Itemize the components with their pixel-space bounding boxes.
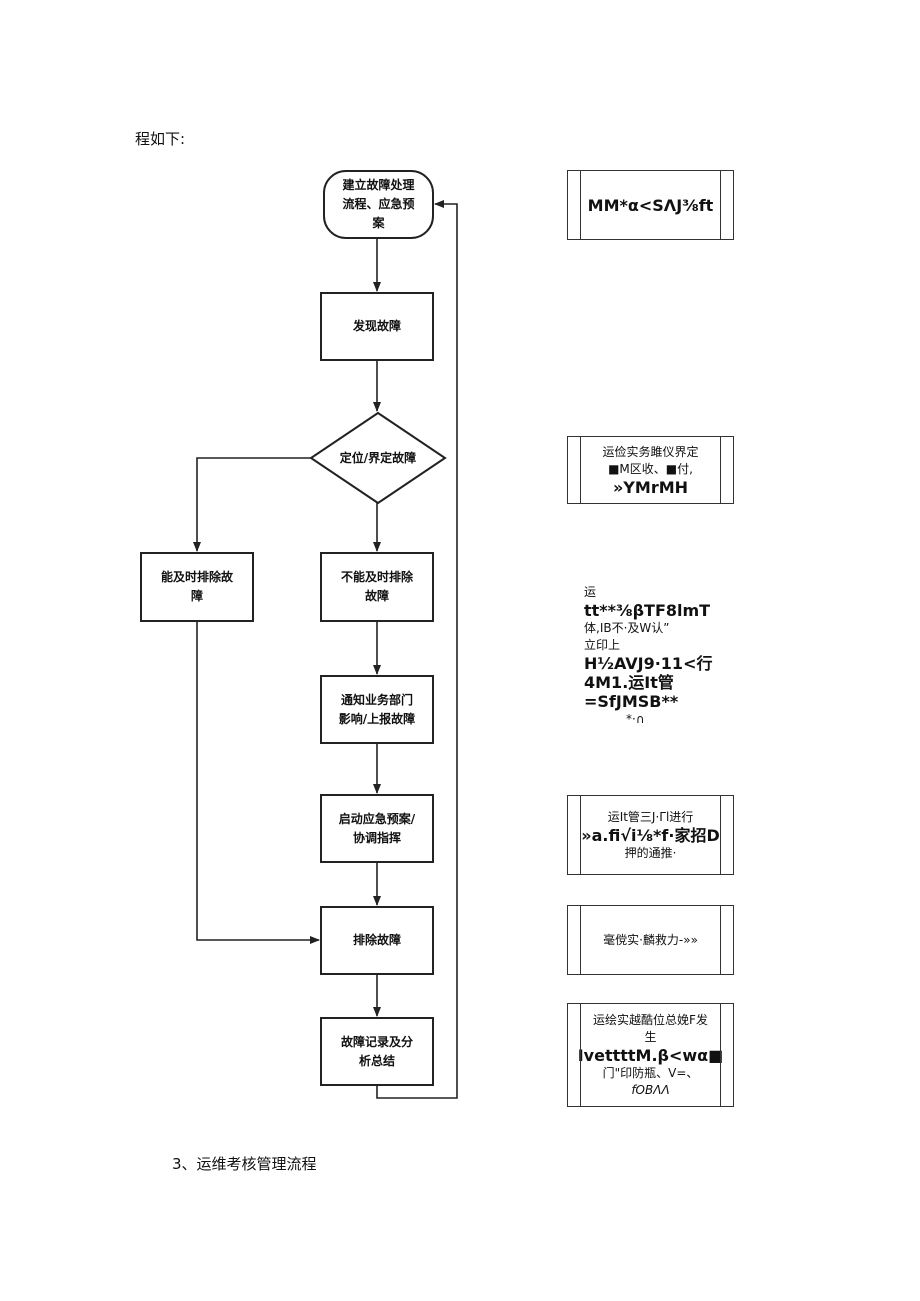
find-node-label: 发现故障 (352, 319, 401, 333)
intro-text: 程如下: (135, 130, 186, 148)
start-node-line-2: 流程、应急预 (342, 197, 415, 211)
note-6-line-1: 运绘实越酷位总娩F发 (593, 1012, 708, 1027)
start-node-line-3: 案 (372, 216, 385, 230)
note-3-line-1: 运 (584, 585, 597, 599)
note-3-line-5: H½AVJ9·11<行 (584, 654, 713, 673)
activate-line-1: 启动应急预案/ (338, 811, 416, 826)
note-block-3: 运 tt**⅜βTF8lmT 体,IB不·及W认” 立印上 H½AVJ9·11<… (584, 584, 734, 728)
section-heading: 3、运维考核管理流程 (172, 1155, 317, 1173)
arrow-decision-to-left (193, 457, 311, 552)
note-3-line-8: *·∩ (626, 712, 645, 726)
note-box-1: MM*α<SΛJ⅜ft (567, 170, 734, 240)
note-box-6: 运绘实越酷位总娩F发 生 IvettttM.β<wα■ 门"印防瓶、V=、 fO… (567, 1003, 734, 1107)
arrow-record-loop-back (376, 200, 458, 1099)
note-3-line-7: =SfJMSB** (584, 692, 679, 711)
note-6-line-5: fOBΛΛ (631, 1082, 670, 1097)
activate-node: 启动应急预案/协调指挥 (321, 795, 433, 862)
note-2-line-2: ■M区收、■付, (608, 461, 693, 476)
note-6-line-2: 生 (644, 1029, 657, 1044)
note-3-line-6: 4M1.运It管 (584, 673, 674, 692)
note-6-line-3: IvettttM.β<wα■ (577, 1045, 724, 1065)
start-node-shape (323, 170, 434, 239)
note-1-line-1: MM*α<SΛJ⅜ft (587, 195, 714, 215)
decision-node: 定位/界定故障 (311, 413, 445, 503)
activate-line-2: 协调指挥 (352, 830, 401, 845)
note-2-line-3: »YMrMH (612, 477, 689, 497)
note-4-line-3: 押的通推· (624, 845, 677, 860)
notify-node: 通知业务部门影响/上报故障 (321, 676, 433, 743)
find-node: 发现故障 (321, 293, 433, 360)
right-branch-line-2: 故障 (364, 589, 389, 603)
resolve-node-label: 排除故障 (352, 933, 401, 947)
note-2-line-1: 运俭实务雎仪界定 (602, 444, 699, 459)
start-node-line-1: 建立故障处理 (342, 178, 415, 192)
left-branch-node: 能及时排除故障 (141, 553, 253, 621)
left-branch-line-1: 能及时排除故 (160, 570, 233, 584)
record-node: 故障记录及分析总结 (321, 1018, 433, 1085)
record-line-1: 故障记录及分 (340, 1034, 413, 1049)
arrow-left-to-resolve (196, 621, 320, 944)
note-box-5: 毫傥实·麟救力-»» (567, 905, 734, 975)
note-6-line-4: 门"印防瓶、V=、 (602, 1065, 699, 1080)
notify-line-1: 通知业务部门 (340, 692, 413, 707)
notify-line-2: 影响/上报故障 (338, 711, 416, 726)
right-branch-line-1: 不能及时排除 (340, 570, 413, 584)
decision-node-label: 定位/界定故障 (339, 450, 417, 465)
decision-node-shape (309, 411, 447, 505)
start-node: 建立故障处理流程、应急预案 (324, 171, 433, 238)
note-4-line-1: 运It管三J·Γl进行 (607, 809, 694, 824)
note-3-line-2: tt**⅜βTF8lmT (584, 601, 711, 620)
left-branch-line-2: 障 (190, 589, 203, 603)
note-box-2: 运俭实务雎仪界定 ■M区收、■付, »YMrMH (567, 436, 734, 504)
record-line-2: 析总结 (358, 1053, 395, 1068)
note-3-line-3: 体,IB不·及W认” (584, 621, 670, 635)
resolve-node: 排除故障 (321, 907, 433, 974)
note-box-4: 运It管三J·Γl进行 »a.fi√i⅛*f·家招D 押的通推· (567, 795, 734, 875)
note-4-line-2: »a.fi√i⅛*f·家招D (581, 825, 720, 845)
note-5-line-1: 毫傥实·麟救力-»» (603, 932, 698, 947)
note-3-line-4: 立印上 (584, 638, 621, 652)
right-branch-node: 不能及时排除故障 (321, 553, 433, 621)
